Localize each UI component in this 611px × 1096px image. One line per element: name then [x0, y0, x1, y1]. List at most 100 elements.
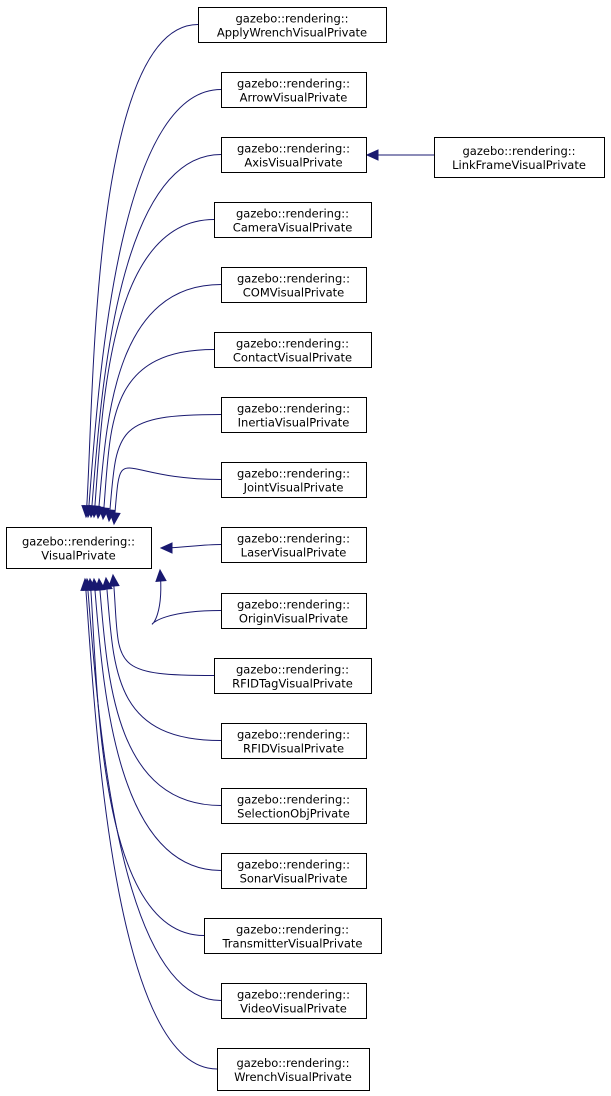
- class-name-label: ArrowVisualPrivate: [240, 91, 348, 105]
- inheritance-arrowhead: [109, 512, 121, 526]
- node-laser-visual-private[interactable]: gazebo::rendering::LaserVisualPrivate: [221, 527, 367, 563]
- node-box: [217, 1048, 370, 1091]
- class-namespace-label: gazebo::rendering::: [237, 402, 350, 416]
- class-nodes: gazebo::rendering::VisualPrivategazebo::…: [6, 7, 605, 1091]
- class-namespace-label: gazebo::rendering::: [236, 923, 349, 937]
- class-name-label: SonarVisualPrivate: [240, 872, 348, 886]
- class-namespace-label: gazebo::rendering::: [237, 858, 350, 872]
- node-box: [221, 788, 367, 824]
- inheritance-edge: [105, 577, 222, 741]
- node-box: [198, 7, 387, 43]
- node-box: [221, 72, 367, 108]
- class-namespace-label: gazebo::rendering::: [237, 142, 350, 156]
- node-box: [221, 267, 367, 303]
- class-namespace-label: gazebo::rendering::: [237, 272, 350, 286]
- class-namespace-label: gazebo::rendering::: [22, 535, 135, 549]
- class-name-label: COMVisualPrivate: [243, 286, 344, 300]
- inheritance-edge: [93, 578, 222, 871]
- node-box: [221, 723, 367, 759]
- node-sonar-visual-private[interactable]: gazebo::rendering::SonarVisualPrivate: [221, 853, 367, 889]
- node-box: [221, 137, 367, 173]
- node-selection-obj-private[interactable]: gazebo::rendering::SelectionObjPrivate: [221, 788, 367, 824]
- inheritance-edge: [90, 154, 222, 518]
- class-namespace-label: gazebo::rendering::: [237, 532, 350, 546]
- inheritance-edge: [84, 578, 218, 1070]
- node-transmitter-visual-private[interactable]: gazebo::rendering::TransmitterVisualPriv…: [204, 918, 382, 954]
- node-link-frame-visual-private[interactable]: gazebo::rendering::LinkFrameVisualPrivat…: [434, 137, 605, 178]
- inheritance-edge: [108, 414, 222, 522]
- class-namespace-label: gazebo::rendering::: [237, 598, 350, 612]
- class-namespace-label: gazebo::rendering::: [236, 207, 349, 221]
- node-visual-private[interactable]: gazebo::rendering::VisualPrivate: [6, 527, 152, 569]
- inheritance-edge: [98, 578, 222, 806]
- node-origin-visual-private[interactable]: gazebo::rendering::OriginVisualPrivate: [221, 593, 367, 629]
- class-name-label: VisualPrivate: [41, 549, 115, 563]
- inheritance-edge: [112, 574, 215, 676]
- class-namespace-label: gazebo::rendering::: [237, 467, 350, 481]
- node-video-visual-private[interactable]: gazebo::rendering::VideoVisualPrivate: [221, 983, 367, 1019]
- inheritance-arrowhead: [101, 576, 113, 590]
- class-namespace-label: gazebo::rendering::: [237, 77, 350, 91]
- class-name-label: InertiaVisualPrivate: [238, 416, 350, 430]
- class-name-label: VideoVisualPrivate: [240, 1002, 347, 1016]
- node-box: [214, 658, 372, 694]
- class-namespace-label: gazebo::rendering::: [236, 663, 349, 677]
- class-name-label: RFIDTagVisualPrivate: [232, 677, 353, 691]
- node-box: [221, 462, 367, 498]
- class-name-label: JointVisualPrivate: [243, 481, 344, 495]
- inheritance-edge: [87, 89, 222, 518]
- class-namespace-label: gazebo::rendering::: [237, 988, 350, 1002]
- inheritance-edge: [151, 569, 222, 625]
- node-box: [221, 983, 367, 1019]
- inheritance-edge: [85, 24, 199, 518]
- node-arrow-visual-private[interactable]: gazebo::rendering::ArrowVisualPrivate: [221, 72, 367, 108]
- node-box: [221, 397, 367, 433]
- class-namespace-label: gazebo::rendering::: [236, 337, 349, 351]
- node-box: [214, 332, 372, 368]
- class-name-label: WrenchVisualPrivate: [234, 1070, 352, 1084]
- node-com-visual-private[interactable]: gazebo::rendering::COMVisualPrivate: [221, 267, 367, 303]
- class-name-label: CameraVisualPrivate: [233, 221, 353, 235]
- class-name-label: OriginVisualPrivate: [239, 612, 348, 626]
- inheritance-arrowhead: [80, 577, 92, 591]
- inheritance-edge: [102, 349, 215, 520]
- node-inertia-visual-private[interactable]: gazebo::rendering::InertiaVisualPrivate: [221, 397, 367, 433]
- class-namespace-label: gazebo::rendering::: [462, 144, 575, 158]
- node-box: [204, 918, 382, 954]
- node-joint-visual-private[interactable]: gazebo::rendering::JointVisualPrivate: [221, 462, 367, 498]
- node-contact-visual-private[interactable]: gazebo::rendering::ContactVisualPrivate: [214, 332, 372, 368]
- node-box: [6, 527, 152, 569]
- inheritance-edges: [80, 24, 434, 1070]
- node-apply-wrench-visual-private[interactable]: gazebo::rendering::ApplyWrenchVisualPriv…: [198, 7, 387, 43]
- class-name-label: SelectionObjPrivate: [237, 807, 350, 821]
- inheritance-edge: [89, 578, 205, 936]
- class-namespace-label: gazebo::rendering::: [237, 793, 350, 807]
- node-box: [221, 527, 367, 563]
- inheritance-edge: [97, 284, 222, 519]
- node-box: [221, 593, 367, 629]
- class-namespace-label: gazebo::rendering::: [236, 1056, 349, 1070]
- node-box: [434, 137, 605, 178]
- class-name-label: TransmitterVisualPrivate: [221, 937, 362, 951]
- inheritance-edge: [93, 219, 215, 518]
- inheritance-arrowhead: [159, 542, 173, 554]
- node-axis-visual-private[interactable]: gazebo::rendering::AxisVisualPrivate: [221, 137, 367, 173]
- class-name-label: RFIDVisualPrivate: [243, 742, 344, 756]
- node-camera-visual-private[interactable]: gazebo::rendering::CameraVisualPrivate: [214, 202, 372, 238]
- node-rfidtag-visual-private[interactable]: gazebo::rendering::RFIDTagVisualPrivate: [214, 658, 372, 694]
- class-namespace-label: gazebo::rendering::: [235, 12, 348, 26]
- class-name-label: ContactVisualPrivate: [233, 351, 352, 365]
- node-rfid-visual-private[interactable]: gazebo::rendering::RFIDVisualPrivate: [221, 723, 367, 759]
- inheritance-edge: [86, 578, 222, 1001]
- class-name-label: LinkFrameVisualPrivate: [452, 158, 586, 172]
- node-wrench-visual-private[interactable]: gazebo::rendering::WrenchVisualPrivate: [217, 1048, 370, 1091]
- inheritance-arrowhead: [155, 568, 167, 582]
- class-name-label: AxisVisualPrivate: [244, 156, 342, 170]
- inheritance-edge: [113, 467, 222, 525]
- class-name-label: LaserVisualPrivate: [241, 546, 347, 560]
- node-box: [214, 202, 372, 238]
- class-name-label: ApplyWrenchVisualPrivate: [217, 26, 367, 40]
- inheritance-arrowhead: [108, 573, 120, 587]
- class-namespace-label: gazebo::rendering::: [237, 728, 350, 742]
